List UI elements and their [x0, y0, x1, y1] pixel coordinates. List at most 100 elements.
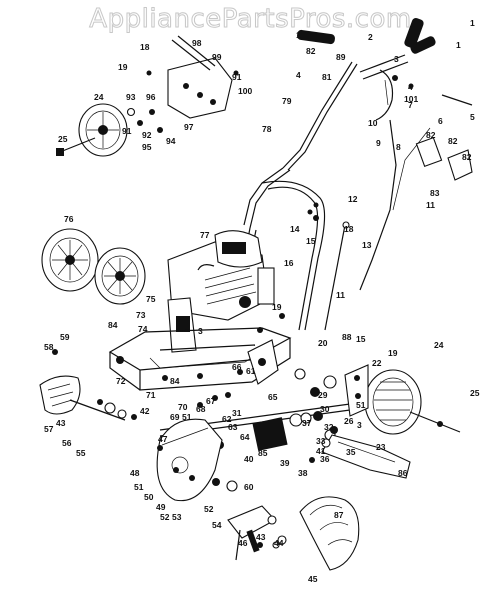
- callout-5: 5: [470, 112, 475, 122]
- callout-19: 19: [118, 62, 128, 72]
- callout-70: 70: [178, 402, 188, 412]
- callout-84: 84: [108, 320, 118, 330]
- callout-68: 68: [196, 404, 206, 414]
- rear-right-wheel: [294, 364, 461, 448]
- callout-35: 35: [346, 447, 356, 457]
- watermark-logo: AppliancePartsPros.com: [89, 4, 412, 35]
- callout-3: 3: [357, 420, 362, 430]
- callout-94: 94: [166, 136, 176, 146]
- callout-86: 86: [398, 468, 408, 478]
- engine: [167, 230, 275, 353]
- callout-82: 82: [462, 152, 472, 162]
- callout-45: 45: [308, 574, 318, 584]
- callout-66: 66: [232, 362, 242, 372]
- callout-3: 3: [394, 54, 399, 64]
- callout-92: 92: [142, 130, 152, 140]
- callout-73: 73: [136, 310, 146, 320]
- callout-26: 26: [344, 416, 354, 426]
- callout-58: 58: [44, 342, 54, 352]
- callout-10: 10: [368, 118, 378, 128]
- callout-84: 84: [170, 376, 180, 386]
- callout-77: 77: [200, 230, 210, 240]
- callout-48: 48: [130, 468, 140, 478]
- wheel-height-bracket: [344, 364, 369, 417]
- callout-8: 8: [396, 142, 401, 152]
- callout-31: 31: [232, 408, 242, 418]
- callout-53: 53: [172, 512, 182, 522]
- callout-25: 25: [58, 134, 68, 144]
- handle-grip-left: [297, 29, 335, 45]
- callout-59: 59: [60, 332, 70, 342]
- callout-6: 6: [438, 116, 443, 126]
- bracket-part-82: [415, 136, 443, 168]
- callout-1: 1: [296, 30, 301, 40]
- callout-20: 20: [318, 338, 328, 348]
- callout-60: 60: [244, 482, 254, 492]
- callout-57: 57: [44, 424, 54, 434]
- callout-75: 75: [146, 294, 156, 304]
- callout-65: 65: [268, 392, 278, 402]
- callout-64: 64: [240, 432, 250, 442]
- callout-2: 2: [368, 32, 373, 42]
- belt-guard: [156, 418, 223, 502]
- callout-82: 82: [448, 136, 458, 146]
- rear-left-wheel: [56, 103, 163, 157]
- callout-55: 55: [76, 448, 86, 458]
- fuel-cap: [222, 242, 246, 254]
- callout-72: 72: [116, 376, 126, 386]
- callout-4: 4: [296, 70, 301, 80]
- callout-78: 78: [262, 124, 272, 134]
- upper-handle-assembly: [243, 17, 473, 291]
- callout-39: 39: [280, 458, 290, 468]
- callout-101: 101: [404, 94, 418, 104]
- handle-grip-right: [410, 36, 436, 54]
- callout-7: 7: [408, 100, 413, 110]
- callout-81: 81: [322, 72, 332, 82]
- callout-13: 13: [362, 240, 372, 250]
- callout-97: 97: [184, 122, 194, 132]
- callout-14: 14: [290, 224, 300, 234]
- callout-15: 15: [306, 236, 316, 246]
- callout-19: 19: [388, 348, 398, 358]
- callout-16: 16: [284, 258, 294, 268]
- hardware-dots: [157, 202, 319, 549]
- blade-and-shields: [227, 434, 411, 571]
- callout-1: 1: [456, 40, 461, 50]
- callout-51: 51: [356, 400, 366, 410]
- callout-82: 82: [426, 130, 436, 140]
- callout-11: 11: [336, 290, 345, 300]
- callout-18: 18: [140, 42, 150, 52]
- callout-43: 43: [256, 532, 266, 542]
- callout-87: 87: [334, 510, 344, 520]
- callout-3: 3: [198, 326, 203, 336]
- callout-1: 1: [470, 18, 475, 28]
- callout-41: 41: [316, 446, 326, 456]
- blade-shield-87: [299, 496, 360, 571]
- callout-22: 22: [372, 358, 382, 368]
- callout-95: 95: [142, 142, 152, 152]
- callout-56: 56: [62, 438, 72, 448]
- callout-40: 40: [244, 454, 254, 464]
- callout-91: 91: [232, 72, 242, 82]
- callout-62: 62: [222, 414, 232, 424]
- callout-36: 36: [320, 454, 330, 464]
- callout-42: 42: [140, 406, 150, 416]
- callout-100: 100: [238, 86, 252, 96]
- callout-83: 83: [430, 188, 440, 198]
- callout-91: 91: [122, 126, 132, 136]
- callout-93: 93: [126, 92, 136, 102]
- callout-51: 51: [134, 482, 144, 492]
- callout-19: 19: [272, 302, 282, 312]
- handle-grip-top: [404, 17, 424, 49]
- callout-23: 23: [376, 442, 386, 452]
- callout-24: 24: [94, 92, 104, 102]
- callout-47: 47: [158, 434, 168, 444]
- callout-98: 98: [192, 38, 202, 48]
- callout-52: 52: [204, 504, 214, 514]
- callout-4: 4: [408, 82, 413, 92]
- pulley-block: [252, 417, 288, 451]
- callout-30: 30: [320, 404, 330, 414]
- callout-52: 52: [160, 512, 170, 522]
- callout-85: 85: [258, 448, 268, 458]
